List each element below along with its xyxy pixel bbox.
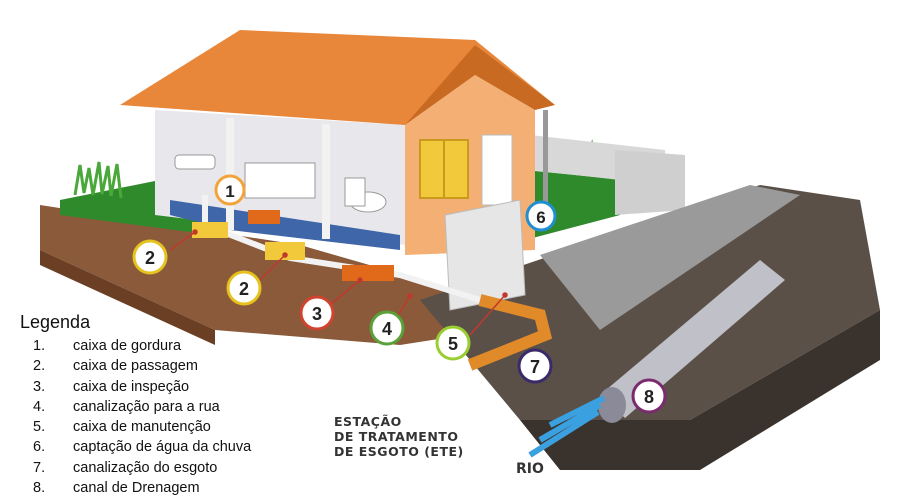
legend-label: captação de água da chuva: [73, 439, 252, 456]
legend-label: canalização para a rua: [73, 398, 220, 415]
marker-label: 7: [530, 357, 540, 377]
legend-number: 8.: [33, 480, 46, 497]
legend: Legenda 1. caixa de gordura 2. caixa de pa…: [20, 312, 350, 498]
ground-soil-front: [40, 250, 215, 345]
sewer-pipe: [467, 294, 553, 371]
river-label: RIO: [516, 461, 544, 477]
legend-item: 4. canalização para a rua: [33, 397, 350, 417]
legend-label: canal de Drenagem: [73, 480, 200, 497]
marker-circle: [517, 348, 553, 384]
legend-label: caixa de gordura: [73, 338, 182, 354]
legend-item: 5. caixa de manutenção: [33, 417, 350, 437]
legend-number: 1.: [33, 338, 46, 354]
marker-5: 5: [435, 325, 471, 361]
ete-label-line-2: DE TRATAMENTO: [334, 429, 459, 444]
legend-number: 2.: [33, 358, 46, 375]
ete-label-line-1: ESTAÇÃO: [334, 414, 402, 429]
marker-circle: [525, 200, 557, 232]
marker-6: 6: [525, 200, 557, 232]
marker-circle: [369, 310, 405, 346]
legend-list: 1. caixa de gordura 2. caixa de passagem 3…: [20, 336, 350, 498]
marker-label: 2: [239, 279, 249, 299]
marker-circle: [435, 325, 471, 361]
legend-number: 4.: [33, 398, 46, 415]
marker-label: 8: [644, 387, 654, 407]
rain-gutter: [543, 110, 548, 210]
marker-label: 6: [536, 208, 545, 227]
legend-label: canalização do esgoto: [73, 459, 218, 476]
marker-label: 3: [312, 304, 322, 324]
marker-label: 5: [448, 334, 458, 354]
marker-3: 3: [299, 295, 335, 331]
legend-label: caixa de inspeção: [73, 378, 190, 395]
legend-item: 6. captação de água da chuva: [33, 437, 350, 457]
marker-1: 1: [214, 174, 246, 206]
drainage-pipe-mouth: [598, 387, 626, 423]
house-roof-gable: [405, 45, 555, 125]
house-roof: [120, 30, 555, 125]
legend-number: 7.: [33, 459, 46, 476]
legend-number: 3.: [33, 378, 46, 395]
street-dark-front: [520, 310, 880, 470]
grass-tufts-left: [73, 161, 123, 199]
ete-label: ESTAÇÃO DE TRATAMENTO DE ESGOTO (ETE): [334, 414, 464, 459]
marker-circle: [226, 270, 262, 306]
marker-2b: 2: [226, 270, 262, 306]
marker-8: 8: [631, 378, 667, 414]
bathroom-sink: [174, 154, 216, 170]
legend-item: 2. caixa de passagem: [33, 356, 350, 376]
legend-title: Legenda: [20, 312, 91, 332]
legend-item: 1. caixa de gordura: [33, 336, 350, 356]
marker-4: 4: [369, 310, 405, 346]
legend-item: 8. canal de Drenagem: [33, 478, 350, 498]
side-wall: [615, 150, 685, 215]
marker-circle: [214, 174, 246, 206]
partition-wall-2: [322, 124, 330, 239]
marker-circle: [299, 295, 335, 331]
legend-label: caixa de manutenção: [73, 419, 211, 436]
ete-label-line-3: DE ESGOTO (ETE): [334, 444, 464, 459]
pass-box-2: [265, 242, 305, 260]
marker-7: 7: [517, 348, 553, 384]
marker-circle: [631, 378, 667, 414]
marker-label: 2: [145, 248, 155, 268]
house-door: [481, 134, 513, 206]
marker-label: 4: [382, 319, 392, 339]
legend-item: 7. canalização do esgoto: [33, 458, 350, 478]
legend-label: caixa de passagem: [73, 358, 198, 375]
partition-wall-1: [226, 118, 234, 230]
marker-label: 1: [225, 182, 234, 201]
front-wall: [444, 199, 526, 311]
water-outflow: [528, 395, 606, 458]
sidewalk: [540, 185, 800, 330]
marker-circle: [132, 239, 168, 275]
pass-box-1: [192, 222, 228, 238]
toilet-tank: [344, 177, 366, 207]
legend-item: 3. caixa de inspeção: [33, 377, 350, 397]
marker-2a: 2: [132, 239, 168, 275]
kitchen-cabinet: [244, 162, 316, 199]
drainage-pipe: [600, 260, 785, 418]
legend-number: 5.: [33, 419, 46, 436]
grease-box: [248, 210, 280, 224]
legend-number: 6.: [33, 439, 46, 456]
inspection-box: [342, 265, 394, 281]
